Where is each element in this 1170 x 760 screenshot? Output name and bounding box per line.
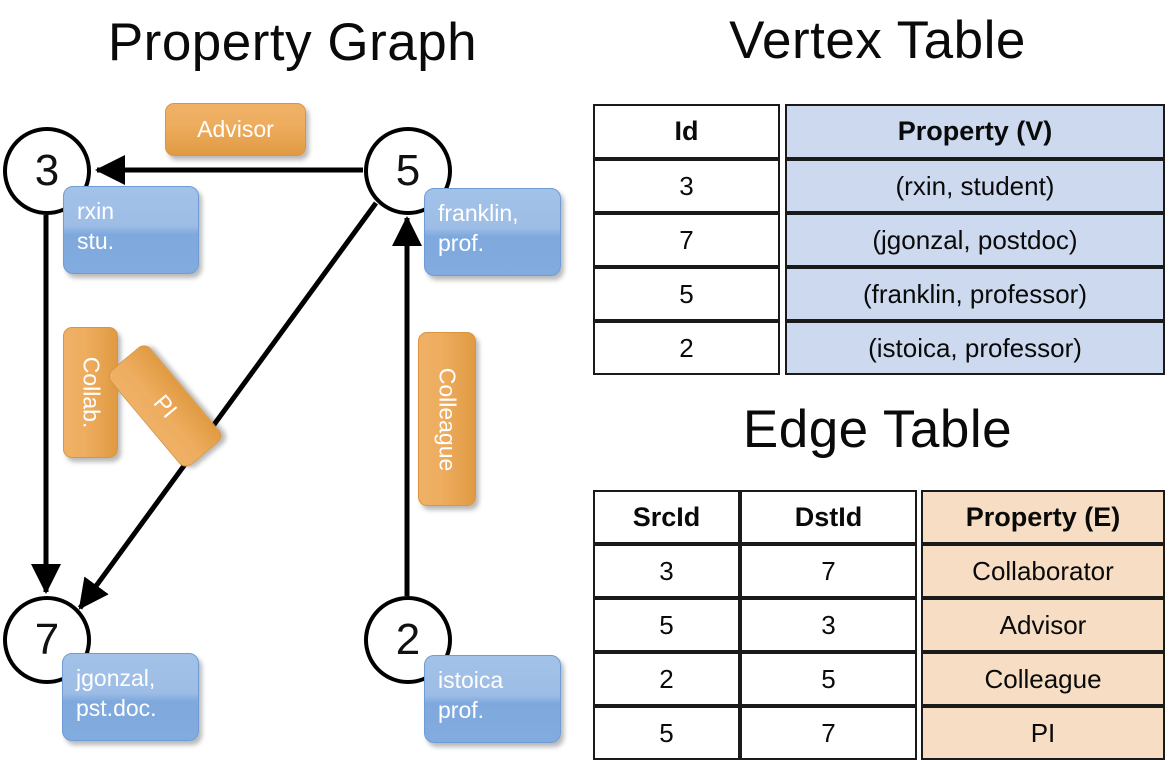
- edge-row-3-dst: 7: [740, 706, 917, 760]
- vertex-property-box-franklin[interactable]: franklin, prof.: [424, 188, 561, 276]
- vertex-row-2-id: 5: [593, 267, 780, 321]
- vertex-table: Id Property (V) 3 (rxin, student) 7 (jgo…: [593, 104, 1165, 375]
- page-title-edge-table: Edge Table: [742, 400, 1013, 459]
- edge-arrow-pi: [77, 201, 379, 610]
- edge-label-colleague-text: Colleague: [434, 367, 461, 471]
- vertex-table-header-row: Id Property (V): [593, 104, 1165, 159]
- edge-row-2-property: Colleague: [921, 652, 1165, 706]
- edge-table-header-srcid: SrcId: [593, 490, 740, 544]
- vertex-property-box-rxin[interactable]: rxin stu.: [63, 186, 199, 274]
- table-row[interactable]: 7 (jgonzal, postdoc): [593, 213, 1165, 267]
- vertex-row-0-property: (rxin, student): [785, 159, 1165, 213]
- edge-label-collab[interactable]: Collab.: [63, 327, 118, 458]
- edge-table: SrcId DstId Property (E) 3 7 Collaborato…: [593, 490, 1165, 760]
- table-row[interactable]: 2 5 Colleague: [593, 652, 1165, 706]
- edge-label-colleague[interactable]: Colleague: [418, 332, 476, 506]
- vertex-property-box-jgonzal-line1: jgonzal,: [76, 665, 156, 691]
- vertex-table-header-property: Property (V): [785, 104, 1165, 159]
- edge-row-3-property: PI: [921, 706, 1165, 760]
- edge-row-0-dst: 7: [740, 544, 917, 598]
- edge-row-0-property: Collaborator: [921, 544, 1165, 598]
- table-row[interactable]: 5 3 Advisor: [593, 598, 1165, 652]
- edge-row-0-src: 3: [593, 544, 740, 598]
- graph-edge-arrows: [31, 155, 422, 610]
- table-row[interactable]: 5 (franklin, professor): [593, 267, 1165, 321]
- edge-table-header-row: SrcId DstId Property (E): [593, 490, 1165, 544]
- vertex-node-5-id: 5: [395, 146, 421, 195]
- vertex-property-box-jgonzal[interactable]: jgonzal, pst.doc.: [62, 653, 199, 741]
- table-row[interactable]: 5 7 PI: [593, 706, 1165, 760]
- edge-label-pi-text: PI: [148, 389, 183, 423]
- vertex-property-box-istoica-line2: prof.: [438, 697, 485, 724]
- vertex-row-3-id: 2: [593, 321, 780, 375]
- property-graph-diagram: 3 5 7 2 rxin stu. franklin, prof. jgonza…: [3, 103, 561, 743]
- vertex-property-box-franklin-line2: prof.: [438, 230, 485, 257]
- vertex-node-2-id: 2: [395, 615, 421, 664]
- edge-row-1-property: Advisor: [921, 598, 1165, 652]
- vertex-property-box-franklin-line1: franklin,: [438, 200, 519, 226]
- vertex-node-5[interactable]: 5: [364, 127, 452, 215]
- vertex-row-0-id: 3: [593, 159, 780, 213]
- vertex-property-box-rxin-line1: rxin: [77, 198, 115, 224]
- edge-row-1-src: 5: [593, 598, 740, 652]
- table-row[interactable]: 2 (istoica, professor): [593, 321, 1165, 375]
- edge-row-2-dst: 5: [740, 652, 917, 706]
- vertex-property-box-rxin-line2: stu.: [77, 228, 115, 255]
- vertex-property-box-istoica[interactable]: istoica prof.: [424, 655, 561, 743]
- vertex-row-1-id: 7: [593, 213, 780, 267]
- table-row[interactable]: 3 7 Collaborator: [593, 544, 1165, 598]
- vertex-row-1-property: (jgonzal, postdoc): [785, 213, 1165, 267]
- vertex-node-3-id: 3: [34, 146, 60, 195]
- vertex-row-3-property: (istoica, professor): [785, 321, 1165, 375]
- edge-table-header-dstid: DstId: [740, 490, 917, 544]
- table-row[interactable]: 3 (rxin, student): [593, 159, 1165, 213]
- edge-table-header-property: Property (E): [921, 490, 1165, 544]
- vertex-row-2-property: (franklin, professor): [785, 267, 1165, 321]
- vertex-node-7-id: 7: [34, 615, 60, 664]
- edge-label-collab-text: Collab.: [78, 356, 105, 429]
- edge-row-3-src: 5: [593, 706, 740, 760]
- edge-row-2-src: 2: [593, 652, 740, 706]
- vertex-table-header-id: Id: [593, 104, 780, 159]
- vertex-property-box-istoica-line1: istoica: [438, 667, 504, 693]
- edge-label-advisor-text: Advisor: [197, 116, 274, 142]
- edge-label-advisor[interactable]: Advisor: [165, 103, 306, 156]
- vertex-node-2[interactable]: 2: [364, 596, 452, 684]
- page-title-vertex-table: Vertex Table: [729, 11, 1026, 70]
- page-title-property-graph: Property Graph: [107, 13, 478, 72]
- vertex-property-box-jgonzal-line2: pst.doc.: [76, 695, 157, 722]
- edge-row-1-dst: 3: [740, 598, 917, 652]
